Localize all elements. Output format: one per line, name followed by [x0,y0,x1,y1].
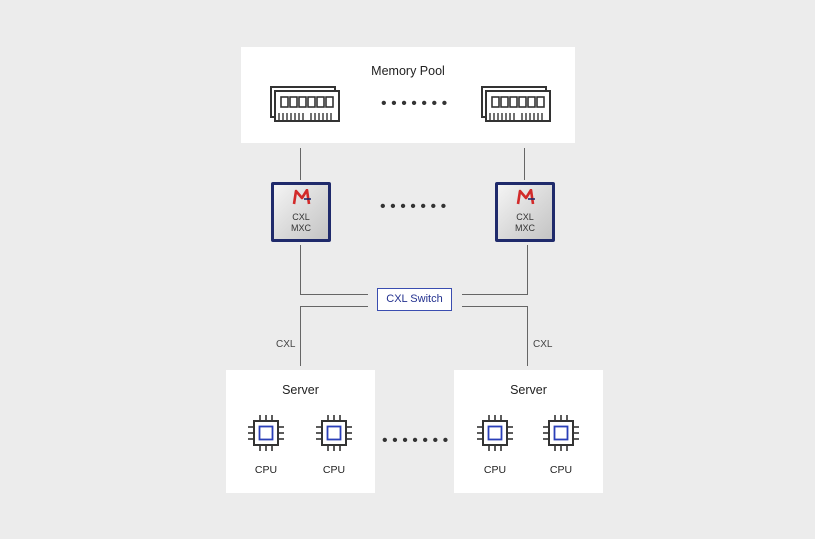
connector-line [462,294,528,295]
mxc-label-line2: MXC [291,223,311,233]
mxc-chip-icon: CXL MXC [271,182,331,242]
logo-icon [516,189,535,205]
connector-line [300,294,368,295]
server-panel: Server CPU CPU [454,370,603,493]
connector-line [527,245,528,294]
cpu-label: CPU [322,464,346,476]
memory-pool-title: Memory Pool [371,64,445,78]
chip-ellipsis: ••••••• [380,198,451,215]
memory-pool-panel: Memory Pool ••••••• [241,47,575,143]
dimm-icon [270,86,340,122]
cpu-label: CPU [254,464,278,476]
connector-line [300,245,301,294]
connector-line [300,306,301,366]
dimm-icon [481,86,551,122]
mxc-chip-icon: CXL MXC [495,182,555,242]
link-label-left: CXL [276,339,296,350]
mxc-label-line1: CXL [516,212,534,222]
server-ellipsis: ••••••• [382,432,453,449]
server-title: Server [510,383,547,397]
connector-line [300,148,301,180]
mxc-label-line1: CXL [292,212,310,222]
mxc-label-line2: MXC [515,223,535,233]
cpu-icon [477,415,513,451]
cpu-icon [543,415,579,451]
connector-line [300,306,368,307]
memory-ellipsis: ••••••• [381,95,452,112]
connector-line [462,306,528,307]
cpu-icon [248,415,284,451]
cxl-switch: CXL Switch [377,288,452,311]
link-label-right: CXL [533,339,553,350]
connector-line [527,306,528,366]
cpu-label: CPU [549,464,573,476]
logo-icon [292,189,311,205]
cpu-icon [316,415,352,451]
connector-line [524,148,525,180]
server-title: Server [282,383,319,397]
server-panel: Server CPU CPU [226,370,375,493]
cpu-label: CPU [483,464,507,476]
